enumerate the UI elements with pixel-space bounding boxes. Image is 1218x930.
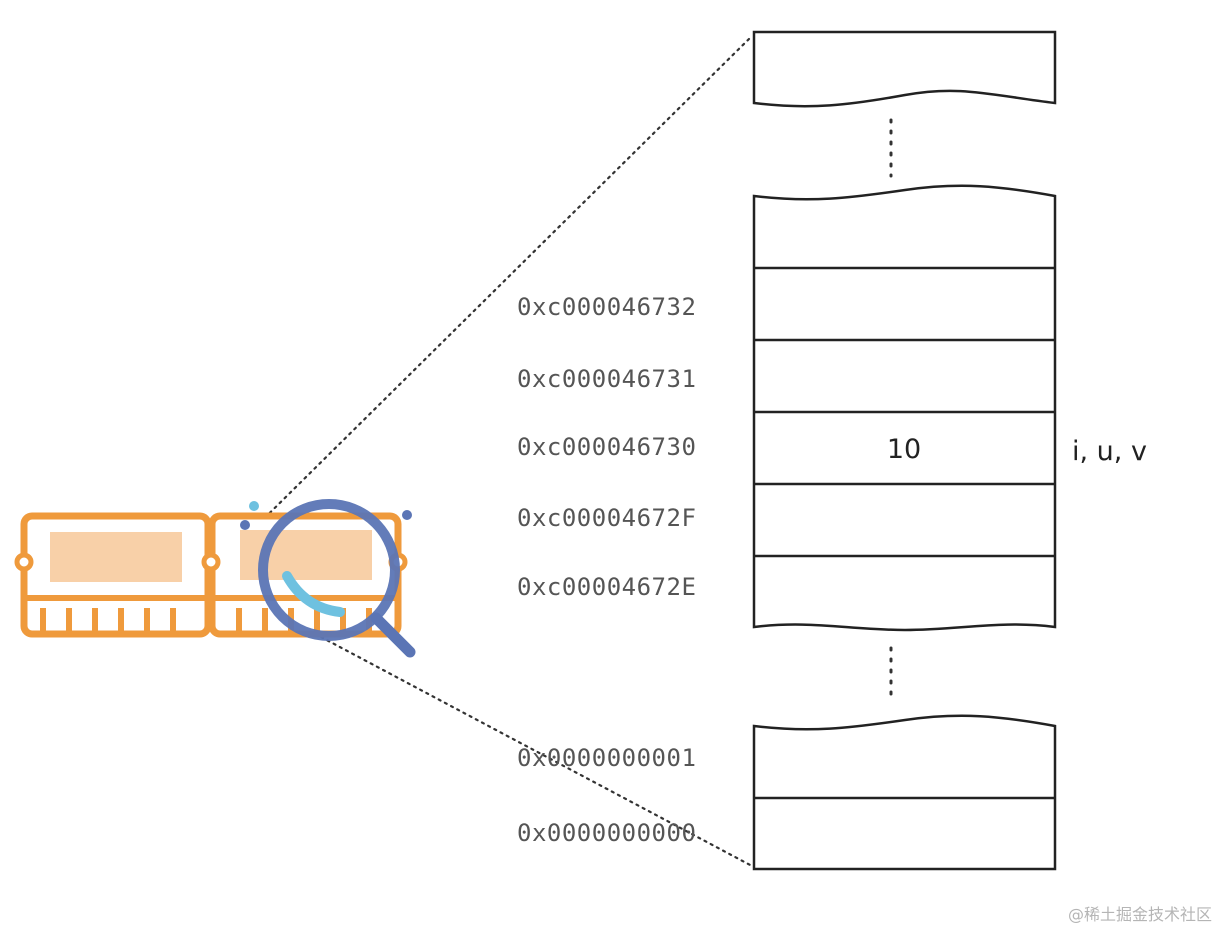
memory-block-middle xyxy=(752,184,1057,632)
address-label: 0xc000046732 xyxy=(517,293,696,321)
address-label: 0xc000046730 xyxy=(517,433,696,461)
watermark-text: @稀土掘金技术社区 xyxy=(1068,905,1212,924)
zoom-line-bottom xyxy=(208,576,754,868)
cell-value: 10 xyxy=(887,434,921,465)
address-label: 0x0000000001 xyxy=(517,744,696,772)
magnifier-icon xyxy=(240,499,416,658)
memory-block-top xyxy=(752,30,1057,108)
memory-block-bottom xyxy=(752,714,1057,871)
zoom-line-top xyxy=(208,34,754,574)
address-label: 0xc00004672F xyxy=(517,504,696,532)
ram-module-icon xyxy=(14,512,408,638)
memory-cell-dividers xyxy=(754,266,1055,558)
variable-names-label: i, u, v xyxy=(1072,436,1147,467)
address-label: 0x0000000000 xyxy=(517,819,696,847)
address-label: 0xc00004672E xyxy=(517,573,696,601)
address-label: 0xc000046731 xyxy=(517,365,696,393)
